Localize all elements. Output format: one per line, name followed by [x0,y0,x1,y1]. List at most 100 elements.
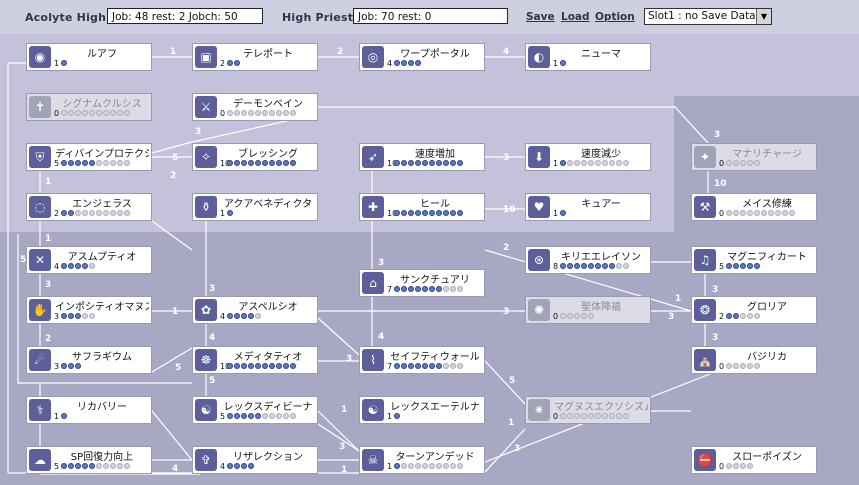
level-pip[interactable] [726,313,732,319]
level-pip[interactable] [290,160,296,166]
level-pip[interactable] [609,160,615,166]
level-pip[interactable] [588,413,594,419]
level-pip[interactable] [415,210,421,216]
level-pip[interactable] [82,263,88,269]
level-pip[interactable] [588,263,594,269]
level-pip[interactable] [574,160,580,166]
level-pip[interactable] [269,413,275,419]
level-pip[interactable] [740,313,746,319]
level-pip[interactable] [740,463,746,469]
level-pip[interactable] [726,463,732,469]
level-pip[interactable] [241,110,247,116]
level-pip[interactable] [227,160,233,166]
level-pip[interactable] [96,463,102,469]
level-pip[interactable] [623,263,629,269]
level-pip[interactable] [68,210,74,216]
level-pip[interactable] [234,313,240,319]
level-pip[interactable] [789,210,795,216]
level-pip[interactable] [234,413,240,419]
level-pip[interactable] [595,413,601,419]
level-pip[interactable] [96,210,102,216]
level-pip[interactable] [408,463,414,469]
level-pip[interactable] [726,210,732,216]
level-pip[interactable] [290,110,296,116]
level-pip[interactable] [457,286,463,292]
level-pip[interactable] [241,463,247,469]
level-pip[interactable] [82,110,88,116]
level-pip[interactable] [283,110,289,116]
level-pip[interactable] [290,413,296,419]
level-pip[interactable] [560,413,566,419]
level-pip[interactable] [103,463,109,469]
level-pip[interactable] [75,463,81,469]
level-pip[interactable] [276,413,282,419]
level-pip[interactable] [75,363,81,369]
level-pip[interactable] [574,263,580,269]
level-pip[interactable] [733,160,739,166]
load-link[interactable]: Load [561,11,590,23]
level-pip[interactable] [450,463,456,469]
level-pip[interactable] [241,160,247,166]
level-pip[interactable] [733,463,739,469]
skill-divine-protection[interactable]: ⛨ディバインプロテクション5 [26,143,152,171]
level-pip[interactable] [415,286,421,292]
level-pip[interactable] [68,313,74,319]
level-pip[interactable] [75,263,81,269]
level-pip[interactable] [768,210,774,216]
level-pip[interactable] [609,413,615,419]
save-link[interactable]: Save [526,11,555,23]
level-pip[interactable] [61,263,67,269]
level-pip[interactable] [227,463,233,469]
level-pip[interactable] [733,210,739,216]
level-pip[interactable] [96,110,102,116]
level-pip[interactable] [61,463,67,469]
level-pip[interactable] [124,160,130,166]
level-pip[interactable] [117,210,123,216]
level-pip[interactable] [560,160,566,166]
level-pip[interactable] [754,263,760,269]
level-pip[interactable] [401,60,407,66]
level-pip[interactable] [110,210,116,216]
level-pip[interactable] [401,363,407,369]
level-pip[interactable] [401,286,407,292]
level-pip[interactable] [457,160,463,166]
level-pip[interactable] [754,210,760,216]
level-pip[interactable] [747,263,753,269]
level-pip[interactable] [269,363,275,369]
level-pip[interactable] [408,286,414,292]
level-pip[interactable] [248,313,254,319]
level-pip[interactable] [782,210,788,216]
level-pip[interactable] [574,313,580,319]
level-pip[interactable] [595,160,601,166]
level-pip[interactable] [401,210,407,216]
level-pip[interactable] [227,413,233,419]
level-pip[interactable] [234,60,240,66]
level-pip[interactable] [740,363,746,369]
level-pip[interactable] [443,363,449,369]
level-pip[interactable] [574,413,580,419]
level-pip[interactable] [283,160,289,166]
level-pip[interactable] [443,210,449,216]
level-pip[interactable] [733,263,739,269]
level-pip[interactable] [754,313,760,319]
level-pip[interactable] [581,413,587,419]
level-pip[interactable] [401,160,407,166]
level-pip[interactable] [581,160,587,166]
level-pip[interactable] [262,110,268,116]
